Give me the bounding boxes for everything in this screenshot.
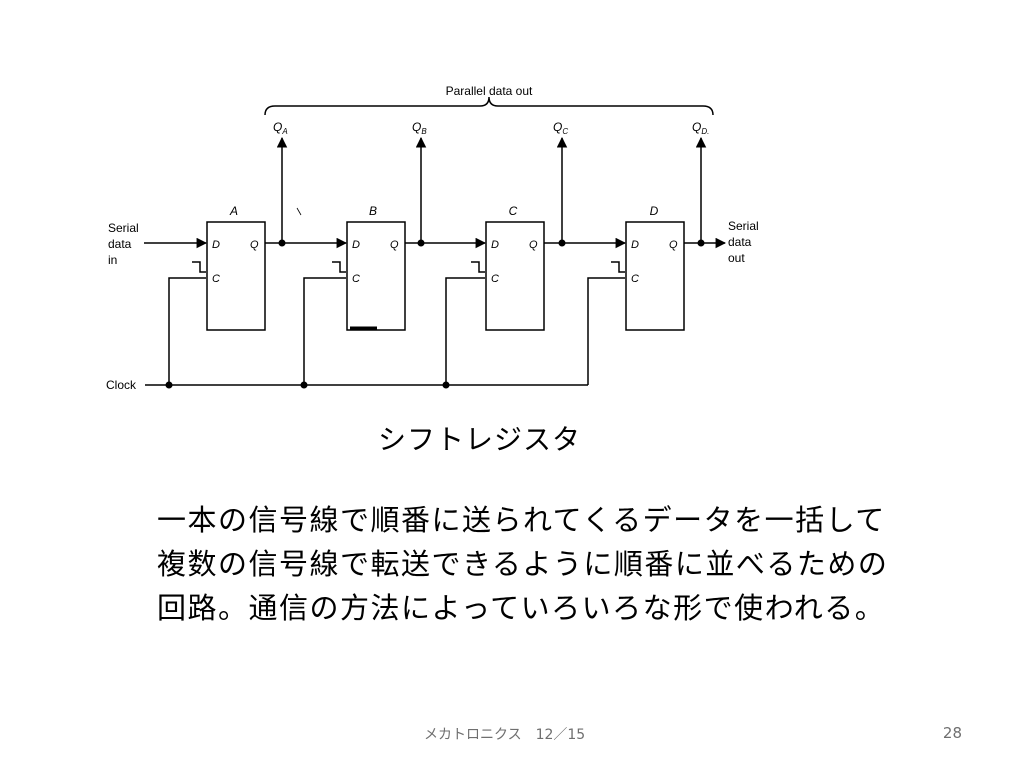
parallel-out-bracket bbox=[264, 96, 714, 116]
clock-edge-symbol-c bbox=[471, 261, 485, 273]
flipflop-c-pin-q: Q bbox=[529, 239, 538, 251]
flipflop-b-pin-c: C bbox=[352, 273, 360, 285]
flipflop-c-pin-d: D bbox=[491, 239, 499, 251]
flipflop-b-pin-d: D bbox=[352, 239, 360, 251]
clock-line-d bbox=[587, 277, 625, 385]
output-label-qb: QB bbox=[412, 120, 427, 136]
scan-artifact-mark bbox=[296, 207, 302, 216]
flipflop-b-name: B bbox=[369, 204, 377, 218]
flipflop-a-pin-c: C bbox=[212, 273, 220, 285]
parallel-out-label: Parallel data out bbox=[446, 84, 533, 98]
flipflop-a-pin-d: D bbox=[212, 239, 220, 251]
flipflop-b-pin-q: Q bbox=[390, 239, 399, 251]
serial-in-label: Serial data in bbox=[108, 221, 142, 267]
footer-course: メカトロニクス 12／15 bbox=[424, 727, 586, 743]
clock-edge-symbol-b bbox=[332, 261, 346, 273]
clock-junction-a bbox=[165, 381, 173, 389]
explanation-line: 複数の信号線で転送できるように順番に並べるための bbox=[157, 547, 889, 581]
flipflop-d-pin-q: Q bbox=[669, 239, 678, 251]
clock-junction-c bbox=[442, 381, 450, 389]
flipflop-d-pin-d: D bbox=[631, 239, 639, 251]
page-number: 28 bbox=[942, 724, 962, 742]
flipflop-a-pin-q: Q bbox=[250, 239, 259, 251]
explanation-text: 一本の信号線で順番に送られてくるデータを一括して 複数の信号線で転送できるように… bbox=[157, 498, 977, 630]
flipflop-b-box bbox=[346, 221, 406, 331]
output-label-qd: QD. bbox=[692, 120, 709, 136]
junction-qa bbox=[278, 239, 286, 247]
flipflop-a-box bbox=[206, 221, 266, 331]
flipflop-c-name: C bbox=[509, 204, 518, 218]
output-label-qc: QC bbox=[553, 120, 568, 136]
clock-line-c bbox=[445, 277, 485, 385]
flipflop-a-name: A bbox=[229, 204, 238, 218]
flipflop-d-pin-c: C bbox=[631, 273, 639, 285]
clock-label: Clock bbox=[106, 378, 137, 392]
flipflop-d-name: D bbox=[650, 204, 659, 218]
flipflop-c-pin-c: C bbox=[491, 273, 499, 285]
clock-line-b bbox=[303, 277, 346, 385]
serial-out-label: Serial data out bbox=[728, 219, 762, 265]
flipflop-c-box bbox=[485, 221, 545, 331]
clock-line-a bbox=[168, 277, 206, 385]
clock-edge-symbol-a bbox=[192, 261, 206, 273]
explanation-line: 一本の信号線で順番に送られてくるデータを一括して bbox=[157, 503, 886, 537]
junction-qc bbox=[558, 239, 566, 247]
output-label-qa: QA bbox=[273, 120, 288, 136]
clock-edge-symbol-d bbox=[611, 261, 625, 273]
clock-junction-b bbox=[300, 381, 308, 389]
diagram-caption: シフトレジスタ bbox=[378, 423, 582, 456]
explanation-line: 回路。通信の方法によっていろいろな形で使われる。 bbox=[157, 591, 886, 625]
junction-qb bbox=[417, 239, 425, 247]
flipflop-d-box bbox=[625, 221, 685, 331]
